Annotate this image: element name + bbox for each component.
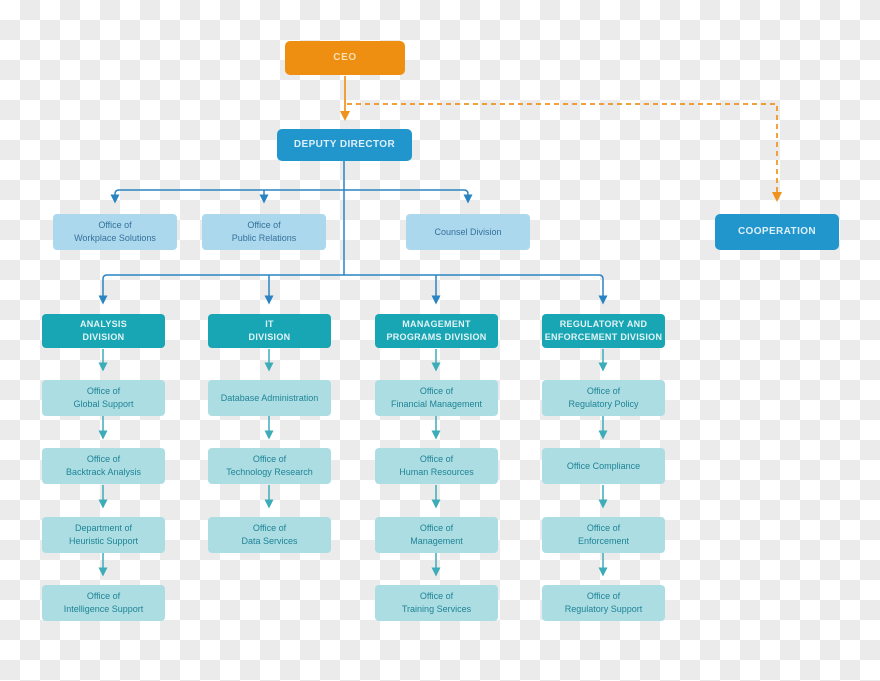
node-label: Office of Public Relations [231, 220, 297, 243]
node-label: Office of Regulatory Support [564, 591, 643, 614]
node-label: Department of Heuristic Support [68, 523, 139, 546]
node-label: Office of Global Support [73, 386, 134, 409]
office-of-intelligence-support-node: Office of Intelligence Support [42, 585, 165, 621]
node-label: Office of Intelligence Support [63, 591, 144, 614]
office-of-regulatory-support-node: Office of Regulatory Support [542, 585, 665, 621]
office-of-backtrack-analysis-node: Office of Backtrack Analysis [42, 448, 165, 484]
node-label: Counsel Division [434, 226, 502, 237]
office-of-workplace-solutions-node: Office of Workplace Solutions [53, 214, 177, 250]
node-label: Office of Human Resources [399, 454, 474, 477]
node-label: Office of Training Services [401, 591, 472, 614]
node-label: Office of Backtrack Analysis [65, 454, 142, 477]
node-label: Office of Workplace Solutions [74, 220, 156, 243]
office-of-training-services-node: Office of Training Services [375, 585, 498, 621]
node-label: MANAGEMENT PROGRAMS DIVISION [386, 319, 487, 342]
office-of-financial-management-node: Office of Financial Management [375, 380, 498, 416]
office-of-regulatory-policy-node: Office of Regulatory Policy [542, 380, 665, 416]
node-label: CEO [333, 52, 357, 63]
node-label: IT DIVISION [248, 319, 291, 342]
node-label: Office of Regulatory Policy [568, 386, 639, 409]
office-of-technology-research-node: Office of Technology Research [208, 448, 331, 484]
deputy-director-node: DEPUTY DIRECTOR [277, 129, 412, 161]
office-of-management-node: Office of Management [375, 517, 498, 553]
office-of-enforcement-node: Office of Enforcement [542, 517, 665, 553]
node-label: Office Compliance [566, 460, 641, 471]
node-label: COOPERATION [737, 226, 817, 237]
counsel-division-node: Counsel Division [406, 214, 530, 250]
node-label: Database Administration [220, 392, 319, 403]
node-label: Office of Data Services [241, 523, 298, 546]
office-of-human-resources-node: Office of Human Resources [375, 448, 498, 484]
node-label: Office of Enforcement [577, 523, 630, 546]
office-of-data-services-node: Office of Data Services [208, 517, 331, 553]
ceo-node: CEO [285, 41, 405, 75]
node-label: ANALYSIS DIVISION [79, 319, 128, 342]
database-administration-node: Database Administration [208, 380, 331, 416]
department-of-heuristic-support-node: Department of Heuristic Support [42, 517, 165, 553]
deputy-to-divisions-connectors [98, 274, 608, 305]
it-division-node: IT DIVISION [208, 314, 331, 348]
analysis-division-node: ANALYSIS DIVISION [42, 314, 165, 348]
cooperation-node: COOPERATION [715, 214, 839, 250]
regulatory-enforcement-division-node: REGULATORY AND ENFORCEMENT DIVISION [542, 314, 665, 348]
node-label: Office of Financial Management [390, 386, 483, 409]
node-label: Office of Technology Research [226, 454, 313, 477]
node-label: Office of Management [410, 523, 463, 546]
office-of-global-support-node: Office of Global Support [42, 380, 165, 416]
node-label: DEPUTY DIRECTOR [293, 139, 396, 150]
management-programs-division-node: MANAGEMENT PROGRAMS DIVISION [375, 314, 498, 348]
office-of-public-relations-node: Office of Public Relations [202, 214, 326, 250]
node-label: REGULATORY AND ENFORCEMENT DIVISION [544, 319, 663, 342]
office-compliance-node: Office Compliance [542, 448, 665, 484]
